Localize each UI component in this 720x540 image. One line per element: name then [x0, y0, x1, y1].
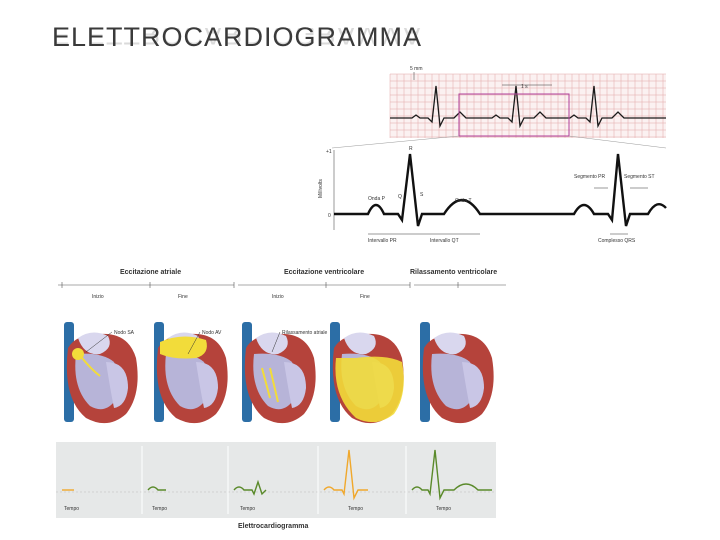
- heart-1: [64, 322, 138, 424]
- pr-interval-label: Intervallo PR: [368, 238, 397, 244]
- time-label-3: Tempo: [240, 506, 255, 512]
- time-label-1: Tempo: [64, 506, 79, 512]
- ecg-grid-trace: [390, 85, 666, 129]
- strip-caption: Elettrocardiogramma: [238, 523, 309, 530]
- qrs-complex-label: Complesso QRS: [598, 238, 636, 244]
- wave-r-label: R: [409, 146, 413, 152]
- ecg-grid-strip: 5 mm 1 s: [331, 66, 667, 149]
- strip-panel-2: [147, 486, 166, 491]
- hearts-row: Nodo SA Nodo AV Rilassamento atriale: [64, 322, 494, 424]
- phase-start-2: Inizio: [272, 294, 284, 300]
- av-node-label: Nodo AV: [202, 330, 222, 336]
- atrial-relaxation-label: Rilassamento atriale: [282, 330, 328, 336]
- heart-2: [154, 322, 228, 424]
- wave-t-label: Onda T: [455, 198, 472, 204]
- y-axis-label: Millivolts: [318, 179, 324, 198]
- strip-panel-3: [233, 479, 267, 496]
- heart-4: [330, 322, 404, 424]
- heart-5: [420, 322, 494, 424]
- ecg-detail-figure: 5 mm 1 s +1 0 Millivolts Onda P Q R S On…: [318, 66, 667, 244]
- wave-p-label: Onda P: [368, 196, 386, 202]
- wave-s-label: S: [420, 192, 424, 198]
- phase-end-2: Fine: [360, 294, 370, 300]
- phase-ventricular-relaxation: Rilassamento ventricolare: [410, 269, 497, 276]
- qt-interval-label: Intervallo QT: [430, 238, 459, 244]
- scale-label: 5 mm: [410, 66, 423, 72]
- interval-label: 1 s: [521, 84, 528, 90]
- ecg-strip: Tempo Tempo Tempo Tempo Tempo Elettrocar…: [56, 442, 496, 530]
- page-title: ELETTROCARDIOGRAMMA: [52, 22, 423, 52]
- st-segment-label: Segmento ST: [624, 174, 655, 180]
- phase-header: Eccitazione atriale Eccitazione ventrico…: [58, 269, 506, 300]
- phase-start-1: Inizio: [92, 294, 104, 300]
- heart-3: [242, 322, 316, 424]
- ecg-enlarged: +1 0 Millivolts Onda P Q R S Onda T Segm…: [318, 146, 667, 244]
- highlight-box: [458, 93, 570, 137]
- pr-segment-label: Segmento PR: [574, 174, 606, 180]
- phase-atrial-excitation: Eccitazione atriale: [120, 269, 181, 276]
- phase-end-1: Fine: [178, 294, 188, 300]
- strip-panel-5: [411, 449, 492, 501]
- y-zero-label: 0: [328, 213, 331, 219]
- strip-panel-4: [323, 449, 368, 501]
- time-label-2: Tempo: [152, 506, 167, 512]
- ecg-enlarged-trace: [334, 153, 667, 227]
- y-top-label: +1: [326, 149, 332, 155]
- wave-q-label: Q: [398, 194, 402, 200]
- phase-ventricular-excitation: Eccitazione ventricolare: [284, 269, 364, 276]
- time-label-5: Tempo: [436, 506, 451, 512]
- sa-node-label: Nodo SA: [114, 330, 135, 336]
- time-label-4: Tempo: [348, 506, 363, 512]
- page-title-reflection: ELETTROCARDIOGRAMMA: [52, 28, 423, 50]
